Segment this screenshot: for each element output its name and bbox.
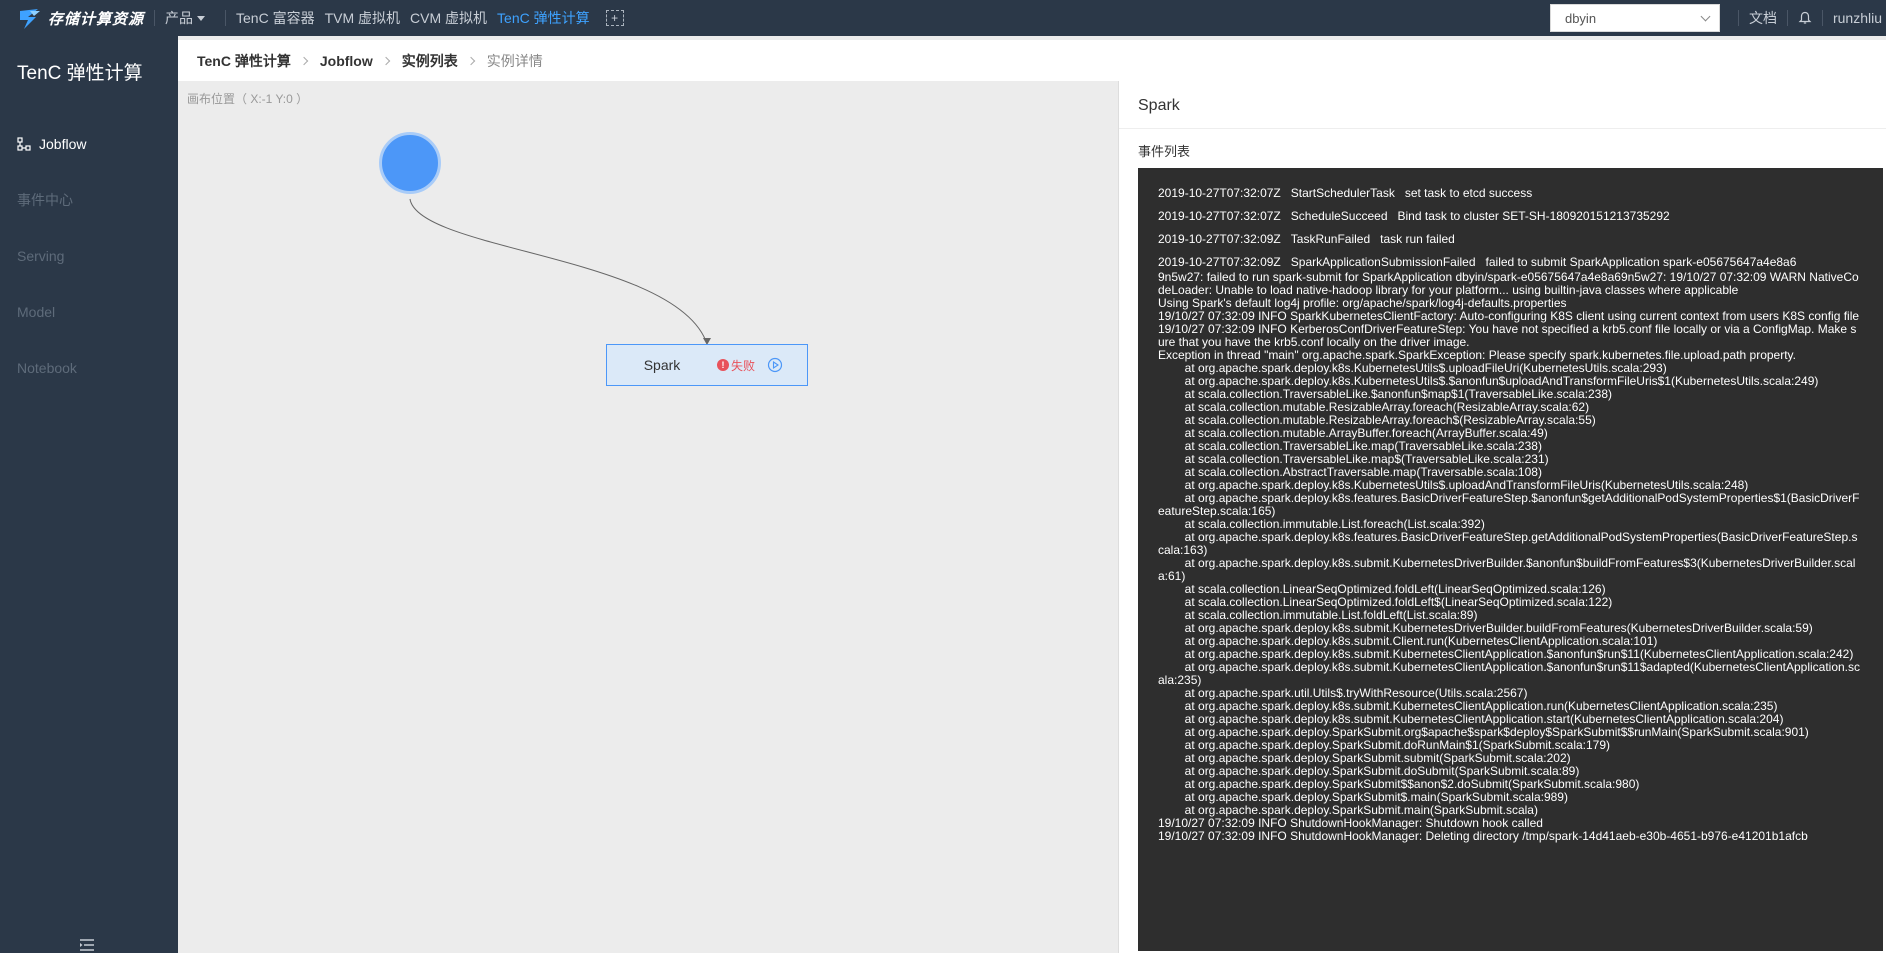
collapse-sidebar-icon[interactable]: [78, 937, 96, 953]
sidebar-item-model[interactable]: Model: [0, 284, 178, 340]
chevron-down-icon: [1700, 11, 1711, 21]
divider: [154, 10, 155, 26]
event-message: Bind task to cluster SET-SH-180920151213…: [1397, 209, 1670, 223]
status-text: 失败: [731, 358, 756, 373]
event-type: ScheduleSucceed: [1290, 209, 1388, 223]
add-tab-icon[interactable]: +: [605, 10, 624, 26]
event-type: TaskRunFailed: [1290, 232, 1371, 246]
event-type: SparkApplicationSubmissionFailed: [1290, 255, 1476, 269]
sidebar: TenC 弹性计算 Jobflow 事件中心 Serving Model Not…: [0, 36, 178, 953]
divider: [1737, 10, 1739, 26]
breadcrumb: TenC 弹性计算 Jobflow 实例列表 实例详情: [178, 40, 1886, 81]
status-badge: ! 失败: [717, 357, 755, 374]
nav-tvm[interactable]: TVM 虚拟机: [324, 10, 401, 26]
sidebar-item-jobflow[interactable]: Jobflow: [0, 116, 178, 172]
task-node-label: Spark: [643, 357, 681, 373]
bell-icon[interactable]: [1798, 11, 1812, 25]
sidebar-item-serving[interactable]: Serving: [0, 228, 178, 284]
docs-link[interactable]: 文档: [1748, 10, 1777, 26]
sidebar-item-label: Notebook: [17, 360, 77, 376]
event-row: 2019-10-27T07:32:07Z ScheduleSucceed Bin…: [1158, 209, 1863, 232]
flow-edge: [409, 198, 711, 345]
username[interactable]: runzhliu: [1832, 10, 1882, 26]
detail-panel: Spark 事件列表 2019-10-27T07:32:07Z StartSch…: [1118, 81, 1886, 953]
event-time: 2019-10-27T07:32:09Z: [1158, 255, 1281, 269]
divider: [1786, 10, 1788, 26]
event-row: 2019-10-27T07:32:07Z StartSchedulerTask …: [1158, 186, 1863, 209]
flow-icon: [17, 137, 31, 151]
event-row: 2019-10-27T07:32:09Z SparkApplicationSub…: [1158, 255, 1863, 270]
chevron-right-icon: [381, 56, 390, 65]
play-circle-icon[interactable]: [767, 357, 783, 373]
sidebar-item-label: Serving: [17, 248, 65, 264]
event-time: 2019-10-27T07:32:09Z: [1158, 232, 1281, 246]
divider: [225, 10, 226, 26]
event-log[interactable]: 2019-10-27T07:32:07Z StartSchedulerTask …: [1138, 168, 1883, 951]
project-select[interactable]: dbyin: [1549, 4, 1720, 32]
caret-down-icon: [197, 15, 205, 21]
sidebar-item-label: Jobflow: [39, 136, 87, 152]
sidebar-title: TenC 弹性计算: [17, 63, 143, 84]
event-time: 2019-10-27T07:32:07Z: [1158, 209, 1281, 223]
logo[interactable]: 存储计算资源: [16, 5, 144, 31]
top-navbar: 存储计算资源 产品 TenC 富容器 TVM 虚拟机 CVM 虚拟机 TenC …: [0, 0, 1886, 36]
products-menu[interactable]: 产品: [165, 8, 205, 28]
sidebar-item-events[interactable]: 事件中心: [0, 172, 178, 228]
breadcrumb-instance-detail: 实例详情: [486, 52, 543, 69]
nav-tenc-elastic[interactable]: TenC 弹性计算: [497, 10, 590, 26]
logo-icon: [20, 9, 40, 29]
spark-task-node[interactable]: Spark ! 失败: [606, 344, 808, 386]
chevron-right-icon: [466, 56, 475, 65]
top-right-area: dbyin 文档 runzhliu: [1549, 0, 1886, 36]
breadcrumb-instance-list[interactable]: 实例列表: [401, 52, 458, 69]
project-select-value: dbyin: [1564, 10, 1597, 26]
event-message: task run failed: [1380, 232, 1455, 246]
event-message: failed to submit SparkApplication spark-…: [1485, 255, 1797, 269]
error-icon: !: [717, 359, 729, 371]
sidebar-item-label: 事件中心: [17, 192, 73, 208]
error-stacktrace: 9n5w27: failed to run spark-submit for S…: [1158, 270, 1860, 843]
canvas-coordinates: 画布位置（ X:-1 Y:0 ）: [187, 92, 309, 106]
sidebar-item-label: Model: [17, 304, 56, 320]
breadcrumb-jobflow[interactable]: Jobflow: [319, 52, 373, 69]
event-message: set task to etcd success: [1404, 186, 1533, 200]
products-label: 产品: [165, 10, 193, 26]
event-type: StartSchedulerTask: [1290, 186, 1395, 200]
nav-tenc-container[interactable]: TenC 富容器: [236, 10, 315, 26]
chevron-right-icon: [299, 56, 309, 65]
flow-canvas[interactable]: 画布位置（ X:-1 Y:0 ） Spark ! 失败: [178, 81, 1118, 953]
logo-text: 存储计算资源: [48, 10, 145, 28]
event-list-heading: 事件列表: [1138, 144, 1191, 159]
event-row: 2019-10-27T07:32:09Z TaskRunFailed task …: [1158, 232, 1863, 255]
divider: [1821, 10, 1823, 26]
panel-title: Spark: [1119, 81, 1886, 129]
breadcrumb-tenc[interactable]: TenC 弹性计算: [197, 52, 291, 69]
nav-cvm[interactable]: CVM 虚拟机: [410, 10, 488, 26]
start-node[interactable]: [379, 132, 441, 194]
sidebar-item-notebook[interactable]: Notebook: [0, 340, 178, 396]
event-time: 2019-10-27T07:32:07Z: [1158, 186, 1281, 200]
